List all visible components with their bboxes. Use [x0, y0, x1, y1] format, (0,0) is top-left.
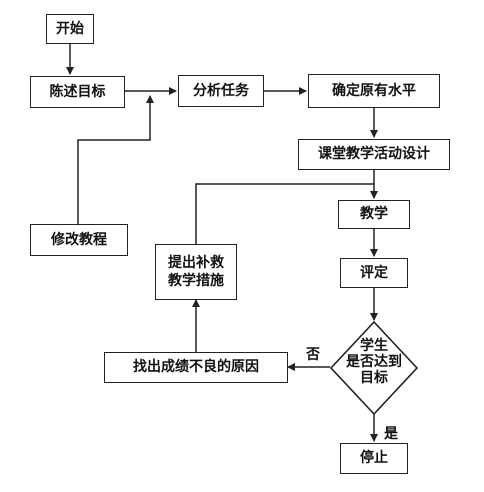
design-activity-node: 课堂教学活动设计 — [298, 139, 450, 170]
determine-level-node: 确定原有水平 — [308, 74, 440, 108]
start-label: 开始 — [56, 20, 84, 37]
no-label: 否 — [306, 347, 320, 363]
remedial-node: 提出补救 教学措施 — [155, 244, 237, 300]
decision-line-1: 学生 — [360, 338, 388, 354]
decision-diamond — [329, 320, 419, 416]
state-goals-label: 陈述目标 — [49, 83, 106, 100]
start-node: 开始 — [46, 14, 94, 44]
remedial-line-1: 提出补救 — [168, 254, 224, 271]
determine-level-label: 确定原有水平 — [332, 82, 416, 99]
remedial-line-2: 教学措施 — [168, 273, 224, 289]
teach-node: 教学 — [338, 200, 410, 229]
arrow-remedial-to-teach — [195, 183, 374, 244]
decision-line-2: 是否达到 — [346, 354, 402, 371]
decision-label: 学生 是否达到 目标 — [329, 338, 419, 386]
evaluate-node: 评定 — [340, 258, 408, 288]
teach-label: 教学 — [360, 206, 388, 223]
analyze-task-node: 分析任务 — [178, 75, 264, 107]
yes-label: 是 — [384, 426, 398, 442]
find-cause-label: 找出成绩不良的原因 — [133, 359, 259, 376]
find-cause-node: 找出成绩不良的原因 — [104, 352, 288, 383]
design-activity-label: 课堂教学活动设计 — [318, 146, 430, 163]
stop-node: 停止 — [340, 443, 408, 474]
arrow-revise-to-analyze — [77, 95, 154, 224]
stop-label: 停止 — [360, 450, 388, 467]
state-goals-node: 陈述目标 — [30, 76, 125, 108]
revise-node: 修改教程 — [30, 224, 128, 256]
evaluate-label: 评定 — [360, 264, 388, 281]
decision-line-3: 目标 — [360, 370, 388, 387]
analyze-task-label: 分析任务 — [193, 82, 249, 99]
revise-label: 修改教程 — [51, 231, 107, 248]
